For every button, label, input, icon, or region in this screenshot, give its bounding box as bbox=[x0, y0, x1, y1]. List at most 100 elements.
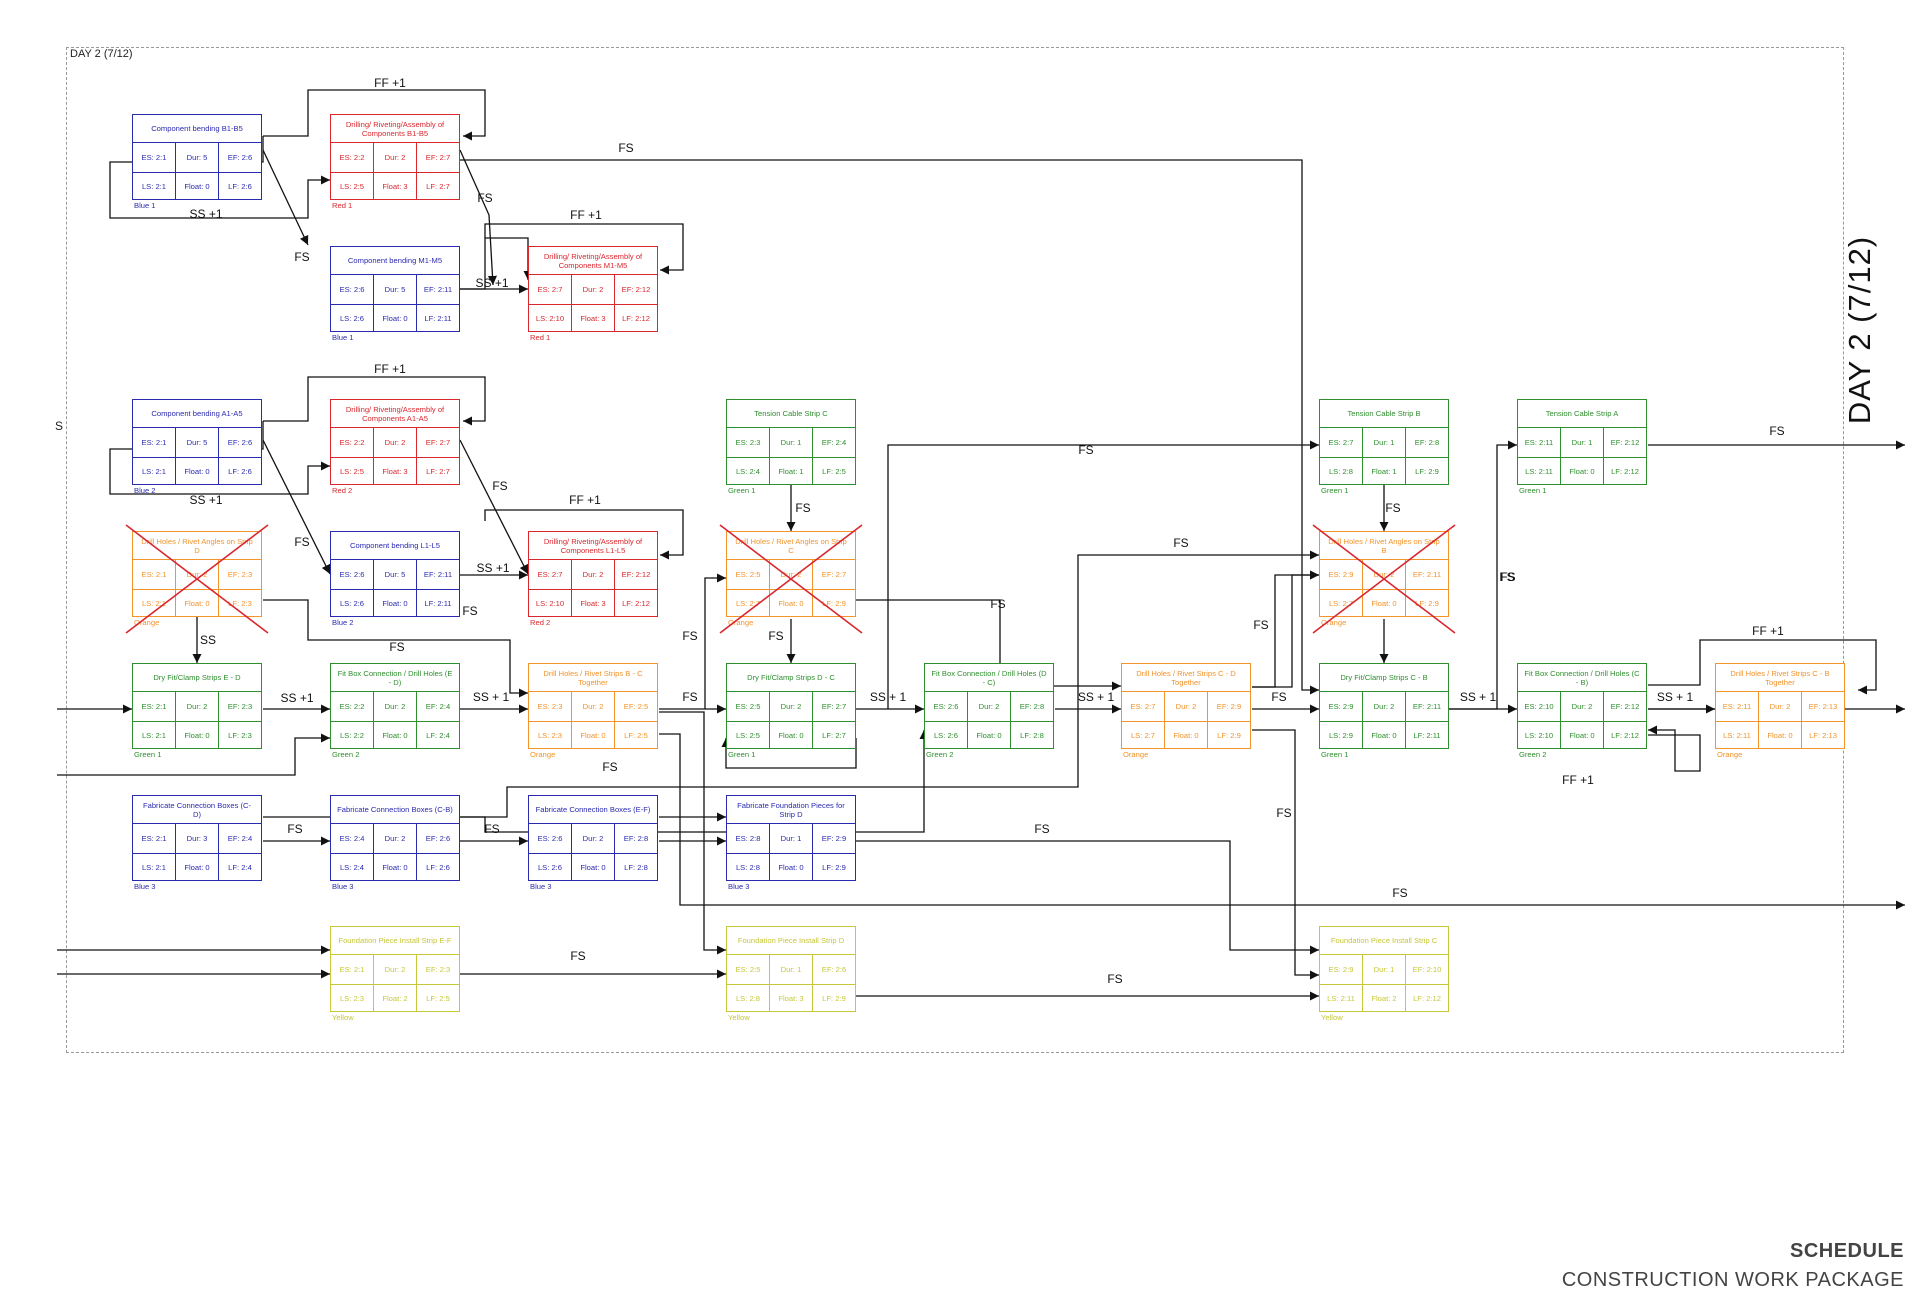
node-ls: LS: 2:2 bbox=[339, 730, 365, 740]
node-lf: LF: 2:12 bbox=[1603, 721, 1646, 749]
dependency-arrow bbox=[659, 711, 726, 955]
node-dur: Dur: 2 bbox=[1362, 560, 1405, 589]
node-title: Fit Box Connection / Drill Holes (E - D) bbox=[331, 664, 459, 692]
activity-node[interactable]: Drilling/ Riveting/Assembly of Component… bbox=[330, 399, 460, 495]
node-title: Drill Holes / Rivet Angles on Strip B bbox=[1320, 532, 1448, 560]
node-lf: LF: 2:8 bbox=[1010, 721, 1053, 749]
node-float: Float: 0 bbox=[571, 853, 614, 881]
activity-node[interactable]: Fit Box Connection / Drill Holes (D - C)… bbox=[924, 663, 1054, 759]
node-dur: Dur: 2 bbox=[1362, 692, 1405, 721]
node-title: Foundation Piece Install Strip E-F bbox=[331, 927, 459, 955]
node-ef: EF: 2:5 bbox=[614, 692, 657, 721]
dependency-label: FS bbox=[492, 479, 508, 493]
dependency-label: FS bbox=[1173, 536, 1189, 550]
node-resource-tag: Orange bbox=[1717, 750, 1743, 759]
node-lf: LF: 2:6 bbox=[218, 457, 261, 485]
node-float: Float: 0 bbox=[1362, 589, 1405, 617]
node-es: ES: 2:7 bbox=[537, 284, 563, 294]
dependency-arrow bbox=[704, 573, 726, 709]
node-resource-tag: Green 1 bbox=[1519, 486, 1547, 495]
node-float: Float: 0 bbox=[1362, 721, 1405, 749]
node-resource-tag: Orange bbox=[1123, 750, 1149, 759]
node-es: ES: 2:5 bbox=[735, 701, 761, 711]
dependency-arrow bbox=[1252, 729, 1319, 980]
node-title: Dry Fit/Clamp Strips C - B bbox=[1320, 664, 1448, 692]
node-ef: EF: 2:7 bbox=[416, 428, 459, 457]
node-float: Float: 0 bbox=[769, 589, 812, 617]
diagram-frame bbox=[66, 47, 1844, 1053]
node-ef: EF: 2:11 bbox=[1405, 560, 1448, 589]
node-ls: LS: 2:5 bbox=[339, 181, 365, 191]
node-lf: LF: 2:12 bbox=[614, 304, 657, 332]
dependency-arrow bbox=[263, 89, 486, 141]
dependency-arrow bbox=[856, 599, 1121, 691]
node-dur: Dur: 2 bbox=[769, 692, 812, 721]
activity-node[interactable]: Drill Holes / Rivet Strips C - B Togethe… bbox=[1715, 663, 1845, 759]
node-ef: EF: 2:6 bbox=[218, 428, 261, 457]
dependency-label: FS bbox=[990, 597, 1006, 611]
activity-node[interactable]: Drill Holes / Rivet Strips C - D Togethe… bbox=[1121, 663, 1251, 759]
node-es: ES: 2:7 bbox=[1328, 437, 1354, 447]
node-ls: LS: 2:9 bbox=[1328, 730, 1354, 740]
node-title: Drilling/ Riveting/Assembly of Component… bbox=[331, 400, 459, 428]
node-ef: EF: 2:3 bbox=[218, 692, 261, 721]
activity-node[interactable]: Drill Holes / Rivet Strips B - C Togethe… bbox=[528, 663, 658, 759]
dependency-label: FS bbox=[1385, 501, 1401, 515]
node-title: Fabricate Foundation Pieces for Strip D bbox=[727, 796, 855, 824]
node-lf: LF: 2:9 bbox=[812, 589, 855, 617]
node-lf: LF: 2:5 bbox=[416, 984, 459, 1012]
activity-node[interactable]: Drilling/ Riveting/Assembly of Component… bbox=[330, 114, 460, 210]
dependency-label: FS bbox=[484, 822, 500, 836]
node-ls: LS: 2:6 bbox=[339, 313, 365, 323]
node-resource-tag: Green 1 bbox=[728, 750, 756, 759]
node-float: Float: 0 bbox=[373, 721, 416, 749]
dependency-label: SS + 1 bbox=[1077, 690, 1115, 704]
activity-node[interactable]: Drilling/ Riveting/Assembly of Component… bbox=[528, 246, 658, 342]
dependency-label: SS bbox=[199, 633, 217, 647]
activity-node[interactable]: Fit Box Connection / Drill Holes (C - B)… bbox=[1517, 663, 1647, 759]
node-resource-tag: Red 2 bbox=[332, 486, 353, 495]
dependency-arrow bbox=[460, 730, 929, 833]
activity-node[interactable]: Drilling/ Riveting/Assembly of Component… bbox=[528, 531, 658, 627]
dependency-label: FS bbox=[795, 501, 811, 515]
node-lf: LF: 2:11 bbox=[1405, 721, 1448, 749]
node-resource-tag: Green 1 bbox=[1321, 486, 1349, 495]
node-title: Foundation Piece Install Strip D bbox=[727, 927, 855, 955]
node-title: Drilling/ Riveting/Assembly of Component… bbox=[529, 247, 657, 275]
dependency-arrow bbox=[484, 223, 684, 275]
node-lf: LF: 2:12 bbox=[614, 589, 657, 617]
node-ls: LS: 2:10 bbox=[535, 313, 565, 323]
node-title: Drilling/ Riveting/Assembly of Component… bbox=[331, 115, 459, 143]
node-float: Float: 0 bbox=[1560, 457, 1603, 485]
node-title: Component bending B1-B5 bbox=[133, 115, 261, 143]
node-ls: LS: 2:5 bbox=[339, 466, 365, 476]
node-resource-tag: Blue 3 bbox=[134, 882, 156, 891]
node-resource-tag: Blue 1 bbox=[332, 333, 354, 342]
node-float: Float: 0 bbox=[175, 457, 218, 485]
activity-node[interactable]: Fit Box Connection / Drill Holes (E - D)… bbox=[330, 663, 460, 759]
node-resource-tag: Green 1 bbox=[728, 486, 756, 495]
node-ls: LS: 2:4 bbox=[339, 862, 365, 872]
dependency-label: FF +1 bbox=[374, 76, 406, 90]
